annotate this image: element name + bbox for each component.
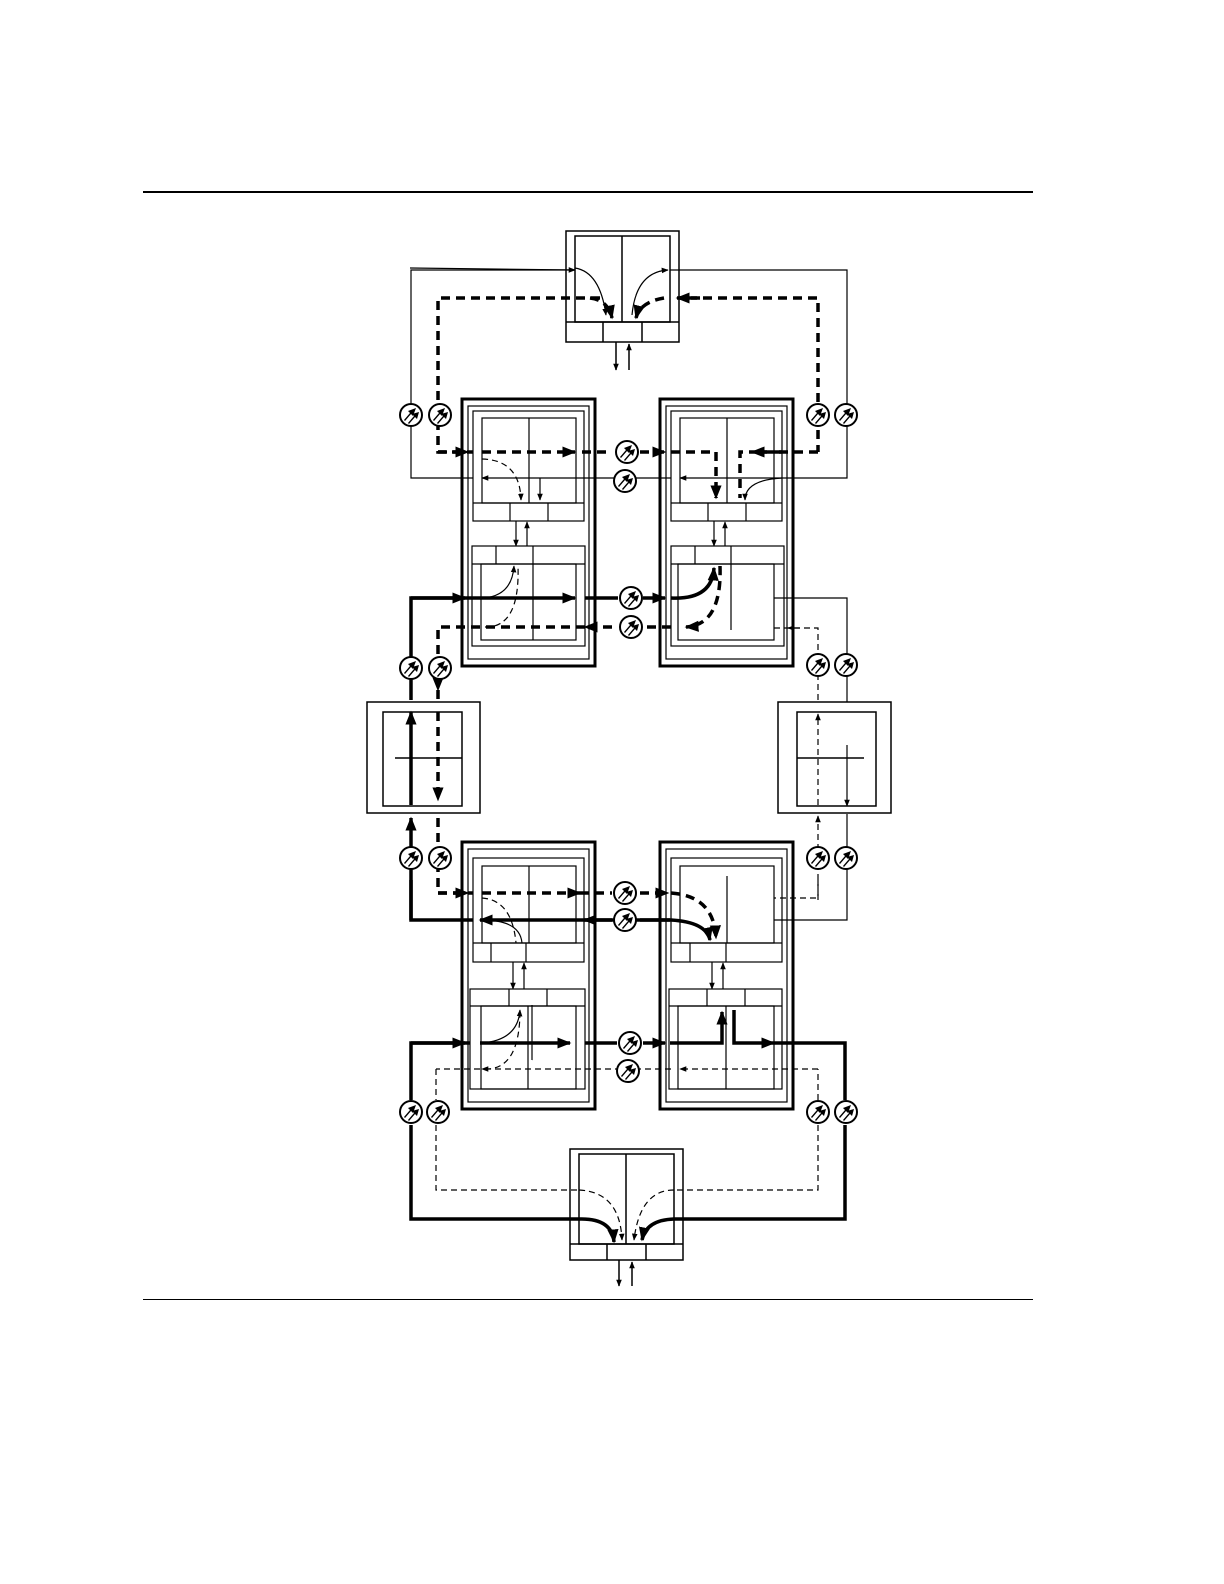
connector-icon <box>807 847 829 869</box>
connector-icon <box>429 404 451 426</box>
side-unit-left <box>367 702 480 813</box>
thick-solid-paths <box>411 568 845 1242</box>
connector-icon <box>400 404 422 426</box>
connector-icon <box>429 847 451 869</box>
connector-icon <box>835 847 857 869</box>
connector-icon <box>427 1101 449 1123</box>
connector-icon <box>400 1101 422 1123</box>
connector-icon <box>400 657 422 679</box>
connector-icon <box>614 909 636 931</box>
connector-icon <box>807 654 829 676</box>
connector-icon <box>400 847 422 869</box>
dual-shelf-unit-upper-left <box>462 399 595 666</box>
connector-icon <box>835 654 857 676</box>
connector-icon <box>614 470 636 492</box>
connector-icon <box>619 1032 641 1054</box>
connector-icon <box>614 882 636 904</box>
connector-icon <box>835 404 857 426</box>
connector-icon <box>617 1060 639 1082</box>
connector-icon <box>616 441 638 463</box>
connector-icon <box>429 657 451 679</box>
connector-icon <box>807 404 829 426</box>
side-unit-right <box>778 702 891 813</box>
dual-shelf-unit-upper-right <box>660 399 793 666</box>
connector-icon <box>807 1101 829 1123</box>
terminal-unit-top <box>566 231 679 370</box>
connector-icon <box>620 616 642 638</box>
connector-icon <box>835 1101 857 1123</box>
connector-icon <box>620 587 642 609</box>
